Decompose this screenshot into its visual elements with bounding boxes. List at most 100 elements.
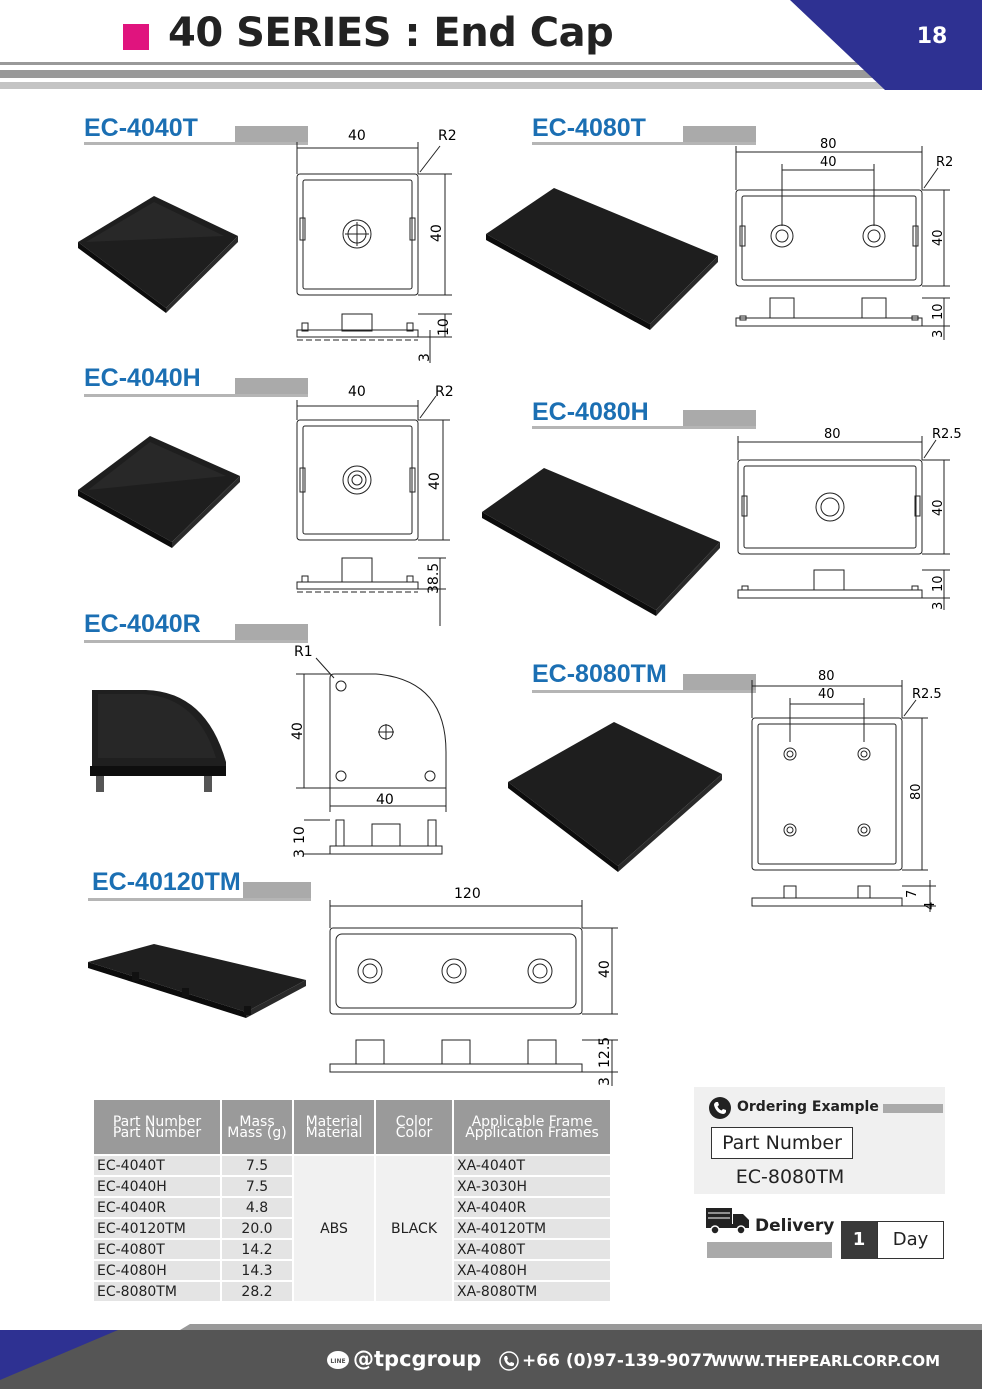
dim-width: 40 xyxy=(348,128,366,144)
part-title-bar xyxy=(683,126,756,142)
part-title-underline xyxy=(532,142,756,145)
table-row: EC-4080H 14.3 XA-4080H xyxy=(92,1259,612,1282)
part-title-underline xyxy=(532,690,756,693)
drawing-ec40120tm: 120 40 12.5 3 xyxy=(329,886,618,1086)
part-title-underline xyxy=(88,898,311,901)
dim-height: 40 xyxy=(290,722,306,740)
part-title-ec4080h: EC-4080H xyxy=(532,398,649,426)
dim-width: 40 xyxy=(376,792,394,808)
part-title-ec4040t: EC-4040T xyxy=(84,114,198,142)
header-band xyxy=(0,62,900,89)
ordering-heading-bar xyxy=(883,1104,943,1113)
dim-height: 80 xyxy=(909,783,924,800)
footer-phone-icon xyxy=(499,1351,519,1371)
page-number: 18 xyxy=(916,24,948,49)
footer-phone: +66 (0)97-139-9077 xyxy=(522,1351,714,1371)
dim-radius: R2 xyxy=(438,128,457,144)
part-title-bar xyxy=(683,410,756,426)
delivery-truck-icon xyxy=(706,1208,749,1235)
dim-height: 40 xyxy=(931,499,946,516)
delivery-bar xyxy=(707,1242,832,1258)
part-title-bar xyxy=(235,624,308,640)
dim-base: 3 xyxy=(417,353,433,362)
color-cell: BLACK xyxy=(374,1154,454,1303)
part-number-value: EC-8080TM xyxy=(735,1166,845,1188)
dim-radius: R2.5 xyxy=(912,687,942,702)
dim-base: 3 xyxy=(931,602,946,610)
dim-thickness: 10 xyxy=(292,826,308,844)
product-photo-ec4040r xyxy=(90,690,226,792)
table-row: EC-4040H 7.5 XA-3030H xyxy=(92,1175,612,1198)
delivery-days-unit: Day xyxy=(877,1221,944,1259)
dim-thickness: 10 xyxy=(931,303,946,320)
dim-width: 120 xyxy=(454,886,481,902)
drawing-ec4040r: R1 40 40 10 3 xyxy=(290,644,447,858)
drawing-ec4080t: 80 40 R2 40 10 3 xyxy=(735,137,953,340)
dim-base: 3 xyxy=(292,849,308,858)
phone-icon xyxy=(709,1097,731,1119)
product-photo-ec4040t xyxy=(78,196,238,313)
part-title-bar xyxy=(243,882,311,898)
dim-base: 3 xyxy=(931,330,946,338)
dim-height: 40 xyxy=(931,229,946,246)
dim-height: 40 xyxy=(429,224,445,242)
dim-thickness: 10 xyxy=(436,318,452,336)
delivery-label: Delivery xyxy=(755,1216,835,1236)
part-title-bar xyxy=(683,674,756,690)
dim-thickness: 10 xyxy=(931,575,946,592)
part-title-underline xyxy=(84,640,308,643)
footer-website: WWW.THEPEARLCORP.COM xyxy=(711,1352,941,1370)
footer-band xyxy=(0,1324,982,1389)
table-row: EC-40120TM 20.0 XA-40120TM xyxy=(92,1217,612,1240)
drawing-ec4040h: 40 R2 40 38.5 xyxy=(296,384,454,626)
page-title: 40 SERIES : End Cap xyxy=(168,10,614,56)
part-title-ec4080t: EC-4080T xyxy=(532,114,646,142)
line-app-icon: LINE xyxy=(327,1351,349,1369)
product-photo-ec4080h xyxy=(482,468,720,616)
dim-thickness: 12.5 xyxy=(597,1037,613,1068)
dim-width: 80 xyxy=(818,669,835,684)
product-photo-ec8080tm xyxy=(508,722,722,872)
part-title-underline xyxy=(84,142,308,145)
product-photo-ec40120tm xyxy=(88,944,306,1018)
drawing-ec4040t: 40 R2 40 10 3 xyxy=(296,128,457,363)
product-photo-ec4080t xyxy=(486,188,718,330)
svg-text:LINE: LINE xyxy=(330,1358,345,1365)
table-row: EC-4040T 7.5 ABS BLACK XA-4040T xyxy=(92,1154,612,1303)
delivery-days-number: 1 xyxy=(841,1221,877,1259)
dim-thickness: 38.5 xyxy=(426,563,442,594)
ordering-example-heading: Ordering Example xyxy=(737,1099,879,1115)
part-title-underline xyxy=(84,394,308,397)
dim-height: 40 xyxy=(427,472,443,490)
part-title-bar xyxy=(235,126,308,142)
footer-line-id: @tpcgroup xyxy=(353,1347,482,1371)
table-row: EC-4080T 14.2 XA-4080T xyxy=(92,1238,612,1261)
dim-radius: R2 xyxy=(435,384,454,400)
header-accent-square xyxy=(123,24,149,50)
part-number-label: Part Number xyxy=(711,1127,853,1159)
dim-width: 80 xyxy=(824,427,841,442)
dim-radius: R2 xyxy=(936,155,953,170)
dim-base: 3 xyxy=(597,1077,613,1086)
part-title-bar xyxy=(235,378,308,394)
dim-width: 40 xyxy=(348,384,366,400)
drawing-ec4080h: 80 R2.5 40 10 3 xyxy=(737,427,962,610)
part-title-ec8080tm: EC-8080TM xyxy=(532,660,667,688)
dim-radius: R1 xyxy=(294,644,313,660)
part-title-ec4040r: EC-4040R xyxy=(84,610,201,638)
part-title-ec40120tm: EC-40120TM xyxy=(92,868,241,896)
page-number-tab xyxy=(790,0,982,90)
part-title-underline xyxy=(532,426,756,429)
dim-height: 40 xyxy=(597,960,613,978)
drawing-ec8080tm: 80 40 R2.5 80 7 4 xyxy=(751,669,942,912)
table-row: EC-8080TM 28.2 XA-8080TM xyxy=(92,1280,612,1303)
part-title-ec4040h: EC-4040H xyxy=(84,364,201,392)
material-cell: ABS xyxy=(292,1154,376,1303)
dim-base: 4 xyxy=(923,902,938,910)
table-row: EC-4040R 4.8 XA-4040R xyxy=(92,1196,612,1219)
